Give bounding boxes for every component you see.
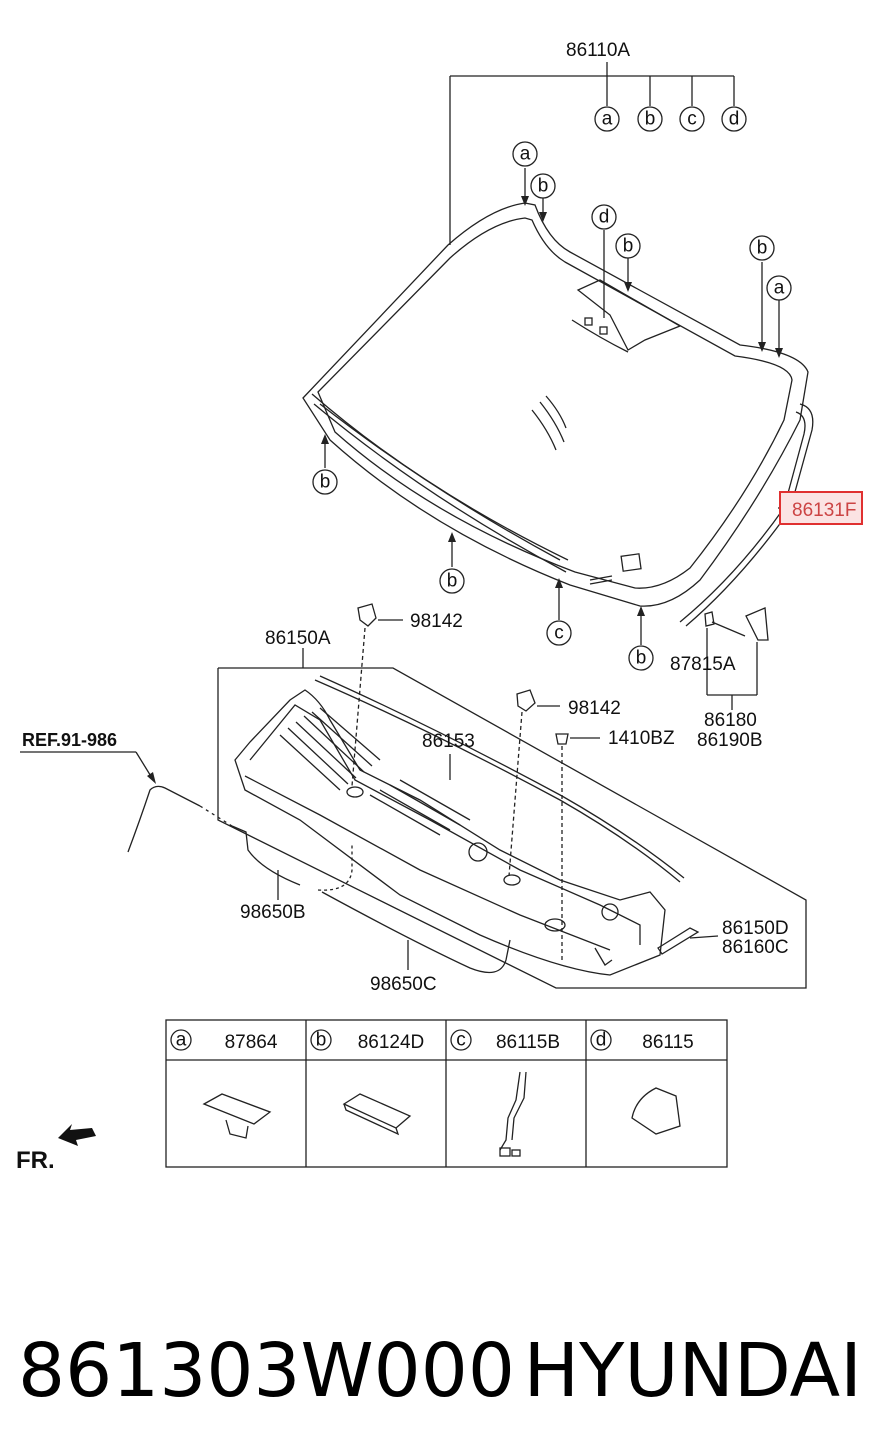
callout-b: b bbox=[538, 176, 549, 197]
highlight-box bbox=[779, 491, 863, 525]
label-98142-1: 98142 bbox=[410, 611, 463, 632]
label-86131F: 86131F bbox=[792, 500, 856, 521]
legend-letter-b: b bbox=[316, 1030, 327, 1051]
callout-b: b bbox=[320, 472, 331, 493]
callout-a: a bbox=[520, 144, 531, 165]
label-98650B: 98650B bbox=[240, 902, 306, 923]
footer-brand: HYUNDAI bbox=[524, 1328, 863, 1414]
cowl-panel bbox=[234, 689, 666, 976]
windshield-glass bbox=[302, 202, 809, 607]
legend-icon-d bbox=[631, 1087, 681, 1135]
label-86150A: 86150A bbox=[265, 628, 331, 649]
legend-icon-c bbox=[499, 1071, 527, 1157]
washer-nozzle-2 bbox=[508, 689, 560, 877]
label-reference: REF.91-986 bbox=[22, 730, 117, 750]
legend-table bbox=[165, 1019, 728, 1168]
callout-b: b bbox=[447, 571, 458, 592]
label-1410BZ: 1410BZ bbox=[608, 728, 675, 749]
label-86153: 86153 bbox=[422, 731, 475, 752]
label-98650C: 98650C bbox=[370, 974, 437, 995]
callout-b-top: b bbox=[645, 109, 656, 130]
callout-b: b bbox=[757, 238, 768, 259]
front-arrow-icon bbox=[58, 1124, 96, 1146]
label-87815A: 87815A bbox=[670, 654, 736, 675]
washer-hose-98650C bbox=[317, 845, 511, 974]
cowl-seal bbox=[314, 679, 681, 883]
callout-a: a bbox=[774, 278, 785, 299]
clip bbox=[555, 733, 600, 960]
legend-part-c: 86115B bbox=[496, 1032, 560, 1053]
legend-letter-d: d bbox=[596, 1030, 607, 1051]
windshield-assy-leader bbox=[449, 62, 735, 245]
legend-letter-c: c bbox=[456, 1030, 466, 1051]
footer-part-number: 861303W000 bbox=[18, 1328, 515, 1414]
callout-b: b bbox=[636, 648, 647, 669]
legend-icon-b bbox=[342, 1093, 412, 1136]
legend-part-a: 87864 bbox=[225, 1032, 278, 1053]
fastening-arrows bbox=[324, 168, 780, 645]
label-86190B: 86190B bbox=[697, 730, 763, 751]
callout-b: b bbox=[623, 236, 634, 257]
callout-a-top: a bbox=[602, 109, 613, 130]
label-98142-2: 98142 bbox=[568, 698, 621, 719]
cowl-cover-assy bbox=[704, 607, 769, 710]
legend-letter-a: a bbox=[176, 1030, 187, 1051]
washer-hose-98650B bbox=[127, 785, 301, 900]
label-front: FR. bbox=[16, 1147, 55, 1174]
legend-icon-a bbox=[202, 1093, 272, 1139]
label-86160C: 86160C bbox=[722, 937, 789, 958]
callout-d: d bbox=[599, 207, 610, 228]
callout-c-top: c bbox=[687, 109, 697, 130]
washer-nozzle-1 bbox=[351, 603, 403, 787]
label-86110A: 86110A bbox=[566, 40, 630, 61]
legend-part-b: 86124D bbox=[358, 1032, 425, 1053]
callout-circles bbox=[170, 106, 792, 1051]
label-86180: 86180 bbox=[704, 710, 757, 731]
callout-d-top: d bbox=[729, 109, 740, 130]
legend-part-d: 86115 bbox=[642, 1032, 693, 1053]
callout-c: c bbox=[554, 623, 564, 644]
cowl-panel-box bbox=[217, 648, 807, 989]
label-86150D: 86150D bbox=[722, 918, 789, 939]
